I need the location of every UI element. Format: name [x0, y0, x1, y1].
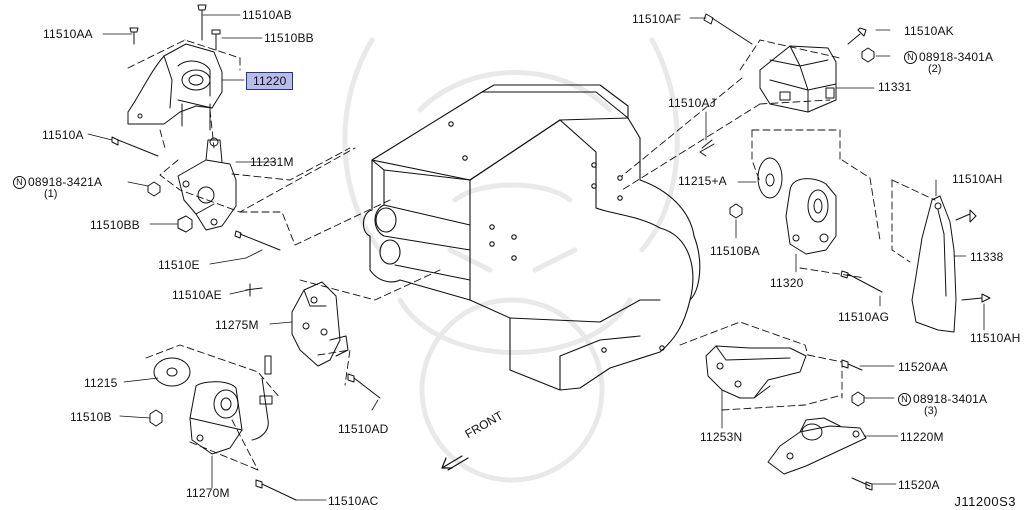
quantity-08918-3421A: (1)	[44, 188, 58, 200]
front-arrow-icon	[441, 455, 469, 471]
mount-11320	[729, 157, 883, 293]
part-label-11510BB-top[interactable]: 11510BB	[264, 31, 314, 45]
mount-11220	[127, 43, 223, 125]
leader-lines	[87, 14, 985, 501]
part-label-11510AB[interactable]: 11510AB	[242, 8, 292, 22]
part-label-11215[interactable]: 11215	[84, 376, 118, 390]
diagram-code: J11200S3	[954, 494, 1016, 509]
part-label-11510A[interactable]: 11510A	[42, 128, 84, 142]
assembly-guides	[127, 39, 936, 471]
part-label-11220-highlighted[interactable]: 11220	[246, 72, 294, 90]
part-label-11270M[interactable]: 11270M	[186, 486, 230, 500]
part-label-08918-3401A-top-text: 08918-3401A	[919, 50, 994, 64]
watermark-emblem	[342, 37, 680, 483]
nut-symbol-icon: N	[898, 392, 911, 406]
part-label-11510BA[interactable]: 11510BA	[710, 244, 760, 258]
part-label-11510E[interactable]: 11510E	[158, 258, 200, 272]
bracket-11275M	[245, 281, 349, 367]
part-label-11215A[interactable]: 11215+A	[678, 174, 727, 188]
mount-11270M	[149, 355, 381, 501]
part-label-11510AJ[interactable]: 11510AJ	[668, 96, 716, 110]
stud-11510AJ	[699, 143, 715, 157]
part-label-11510AF[interactable]: 11510AF	[632, 12, 682, 26]
part-label-11520A[interactable]: 11520A	[898, 478, 940, 492]
part-label-11253N[interactable]: 11253N	[700, 430, 743, 444]
nut-symbol-icon: N	[904, 50, 917, 64]
part-label-11231M[interactable]: 11231M	[250, 155, 294, 169]
part-label-11320[interactable]: 11320	[770, 276, 804, 290]
part-label-08918-3421A-text: 08918-3421A	[28, 175, 103, 189]
part-label-11510AA[interactable]: 11510AA	[43, 27, 93, 41]
bolts-top-left	[111, 4, 281, 251]
part-label-11510AE[interactable]: 11510AE	[172, 288, 222, 302]
part-label-11520AA[interactable]: 11520AA	[898, 360, 948, 374]
part-label-11338[interactable]: 11338	[970, 250, 1004, 264]
mount-11220M	[767, 359, 873, 491]
quantity-08918-3401A-bottom: (3)	[924, 405, 938, 417]
part-label-11510AD[interactable]: 11510AD	[338, 422, 389, 436]
part-label-11220M[interactable]: 11220M	[900, 430, 944, 444]
bracket-11338	[911, 195, 991, 333]
quantity-08918-3401A-top: (2)	[928, 63, 942, 75]
engine-block	[362, 84, 701, 391]
mount-11331	[701, 13, 875, 149]
part-label-11331[interactable]: 11331	[878, 80, 912, 94]
part-label-11510BB[interactable]: 11510BB	[90, 218, 140, 232]
part-label-11510AH-top[interactable]: 11510AH	[952, 172, 1003, 186]
part-label-11510AH-bottom[interactable]: 11510AH	[970, 331, 1021, 345]
part-label-11510AC[interactable]: 11510AC	[328, 494, 379, 508]
part-label-11510AK[interactable]: 11510AK	[904, 24, 954, 38]
part-label-08918-3401A-bottom-text: 08918-3401A	[913, 392, 988, 406]
bracket-11231M	[177, 137, 237, 231]
part-label-11510AG[interactable]: 11510AG	[838, 310, 890, 324]
part-label-11510B[interactable]: 11510B	[70, 410, 112, 424]
nut-symbol-icon: N	[13, 175, 26, 189]
mount-11253N	[705, 345, 807, 399]
part-label-11275M[interactable]: 11275M	[215, 318, 259, 332]
